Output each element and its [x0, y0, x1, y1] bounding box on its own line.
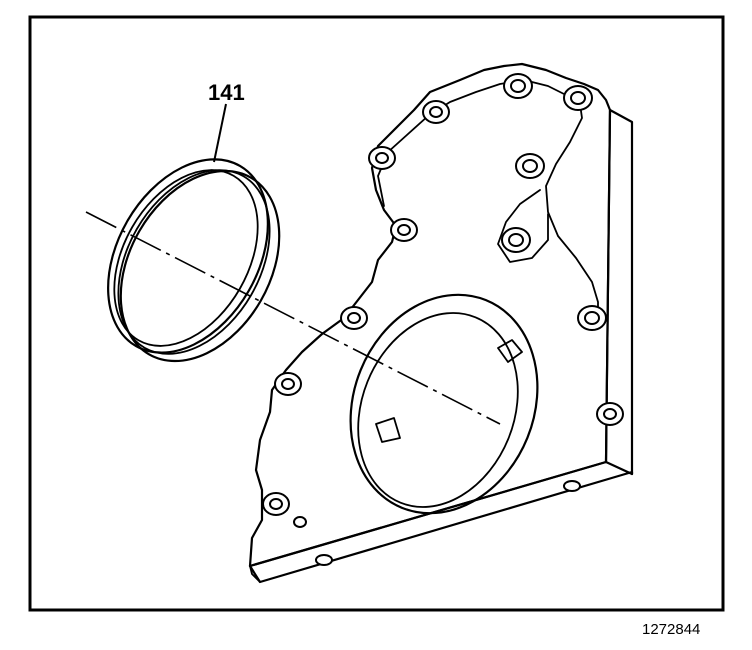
- cover-bottom-face: [248, 460, 634, 584]
- callout-leader: [213, 103, 227, 163]
- bore-tab-lower: [375, 417, 401, 443]
- cover-bottom-face-edge: [249, 565, 261, 583]
- illustration-frame: [28, 15, 725, 612]
- seal-bore-outer: [349, 293, 539, 515]
- seal-bore-inner: [357, 312, 519, 508]
- engine-rear-cover: [248, 62, 634, 584]
- rear-crankshaft-oil-seal: [107, 158, 281, 363]
- figure-number: 1272844: [642, 621, 700, 638]
- callout-label-141: 141: [208, 80, 245, 105]
- cover-inner-rib: [377, 79, 599, 323]
- bolt-holes: [262, 73, 624, 566]
- cover-outline: [248, 62, 612, 568]
- alignment-centerline: [85, 211, 501, 425]
- cover-inner-rib-2: [497, 189, 549, 263]
- bore-tab-upper: [497, 339, 523, 363]
